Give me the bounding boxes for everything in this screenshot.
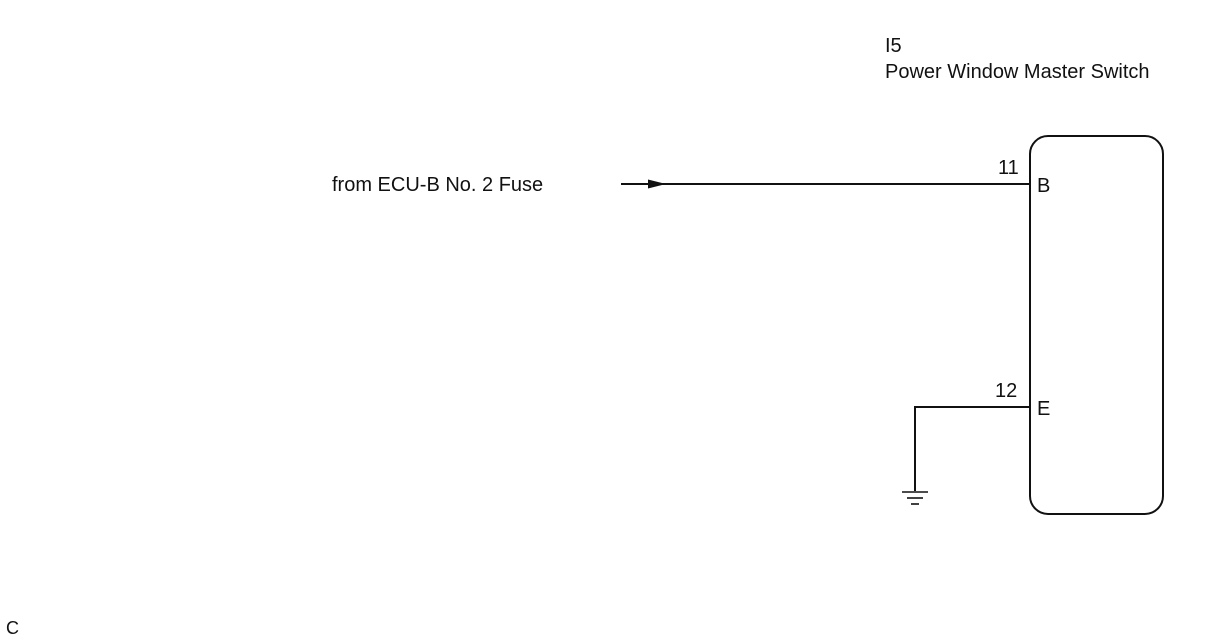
terminal-label-b: B	[1037, 175, 1051, 197]
ground-icon	[902, 491, 928, 505]
component-name: Power Window Master Switch	[885, 61, 1150, 83]
switch-connector-body	[1029, 135, 1164, 515]
terminal-label-e: E	[1037, 398, 1051, 420]
component-code: I5	[885, 35, 902, 57]
pin-number-11: 11	[998, 157, 1019, 179]
pin-number-12: 12	[995, 380, 1018, 402]
corner-mark: C	[6, 618, 19, 638]
arrow-right-icon	[648, 179, 666, 189]
wire-pin-12-to-ground	[914, 406, 1030, 491]
source-label: from ECU-B No. 2 Fuse	[332, 174, 544, 196]
